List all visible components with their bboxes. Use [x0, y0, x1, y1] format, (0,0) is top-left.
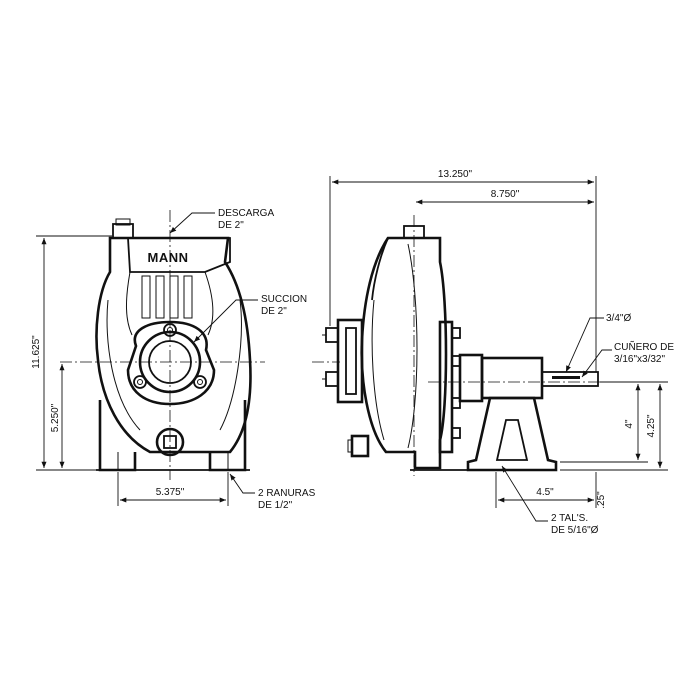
- dim-overall-length-label: 13.250": [438, 169, 473, 180]
- callout-slots-line2: DE 1/2": [258, 500, 293, 511]
- side-volute-upper: [371, 237, 389, 301]
- dim-shaft-height-label: 4.25": [646, 414, 657, 437]
- drive-shaft: [541, 371, 599, 387]
- housing-shading-left: [106, 299, 141, 431]
- side-drain-plug-head: [347, 439, 353, 453]
- housing-ribs: [141, 275, 193, 319]
- callout-holes-line2: DE 5/16"Ø: [551, 525, 599, 536]
- side-suction-flange: [336, 318, 364, 404]
- pump-housing: [95, 236, 252, 454]
- leader-holes: [501, 465, 548, 522]
- side-volute-contour-1: [407, 243, 418, 449]
- side-flange-bolt-bottom: [325, 371, 339, 387]
- brand-logo: MANN: [148, 250, 189, 265]
- casing-top-plate: [127, 237, 231, 273]
- bearing-housing: [480, 356, 544, 400]
- dim-base-width-label: 5.375": [156, 487, 185, 498]
- front-view: MANN 11.625": [31, 208, 316, 511]
- side-pump-housing: [360, 236, 448, 470]
- discharge-stub: [112, 223, 134, 239]
- discharge-cap: [115, 218, 131, 226]
- shaft-keyway: [552, 376, 580, 379]
- pedestal-web: [495, 419, 529, 461]
- side-suction-flange-inner: [345, 327, 357, 395]
- flange-bolts: [133, 323, 207, 389]
- leader-slots: [229, 473, 255, 494]
- callout-suction-line1: SUCCION: [261, 294, 307, 305]
- callout-key-line2: 3/16"x3/32": [614, 354, 665, 365]
- callout-discharge-line2: DE 2": [218, 220, 244, 231]
- leader-key: [581, 349, 612, 378]
- leader-shaft: [565, 317, 604, 373]
- side-volute-contour-2: [371, 299, 385, 441]
- callout-holes-line1: 2 TAL'S.: [551, 513, 588, 524]
- suction-flange: [126, 320, 216, 406]
- bearing-collar: [458, 353, 484, 403]
- housing-inner-contour-right: [204, 271, 214, 336]
- dim-overall-height-label: 11.625": [31, 335, 42, 369]
- side-flange-bolt-top: [325, 327, 339, 343]
- callout-slots-line1: 2 RANURAS: [258, 488, 316, 499]
- leader-suction: [193, 299, 258, 343]
- side-view: 13.250" 8.750" 4" 4.25" .25" 4.5" 3/4"Ø …: [312, 169, 674, 536]
- adapter-plate: [438, 320, 454, 454]
- side-drain-plug: [350, 434, 370, 458]
- dim-center-height-label: 5.250": [50, 403, 61, 432]
- callout-suction-line2: DE 2": [261, 306, 287, 317]
- dim-foot-offset-label: 4.5": [536, 487, 554, 498]
- dim-partial-length-label: 8.750": [491, 189, 520, 200]
- housing-inner-contour-left: [125, 271, 133, 336]
- callout-discharge-line1: DESCARGA: [218, 208, 274, 219]
- callout-key-line1: CUÑERO DE: [614, 340, 674, 353]
- dim-foot-thickness-label: .25": [596, 491, 607, 509]
- housing-shading-right: [219, 299, 242, 431]
- callout-shaft: 3/4"Ø: [606, 313, 631, 324]
- dim-foot-height-label: 4": [624, 419, 635, 429]
- leader-discharge: [169, 212, 215, 234]
